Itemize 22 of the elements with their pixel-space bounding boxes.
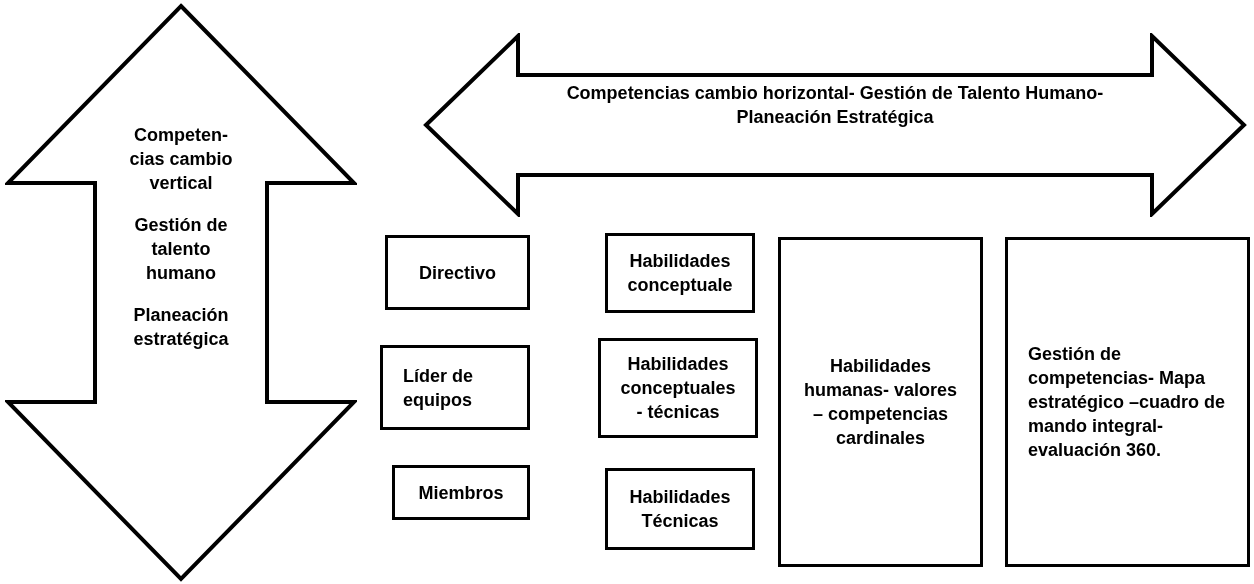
- box-label: Gestión de competencias- Mapa estratégico –cuadro de mando integral- evaluación 360.: [1028, 343, 1227, 462]
- box-label: Habilidades conceptuales - técnicas: [619, 353, 737, 424]
- box-label: Miembros: [418, 481, 504, 505]
- box-label: Habilidades conceptuale: [626, 250, 734, 297]
- arrow-label: Gestión de talento humano: [133, 214, 229, 285]
- double-arrow-shape: [5, 3, 357, 582]
- text-box: [380, 345, 530, 430]
- text-box: [1005, 237, 1250, 567]
- arrow-label: Competen- cias cambio vertical: [128, 124, 234, 195]
- box-label: Directivo: [419, 261, 496, 285]
- box-label: Habilidades humanas- valores – competencias cardinales: [802, 355, 959, 450]
- arrow-label: Competencias cambio horizontal- Gestión de Talento Humano- Planeación Estratégica: [565, 82, 1105, 129]
- arrow-label: Planeación estratégica: [132, 304, 230, 351]
- box-label: Líder de equipos: [403, 364, 474, 412]
- text-box: [385, 235, 530, 310]
- box-label: Habilidades Técnicas: [628, 486, 732, 533]
- text-box: [605, 233, 755, 313]
- text-box: [778, 237, 983, 567]
- text-box: [392, 465, 530, 520]
- text-box: [605, 468, 755, 550]
- text-box: [598, 338, 758, 438]
- double-arrow-shape: [423, 33, 1247, 217]
